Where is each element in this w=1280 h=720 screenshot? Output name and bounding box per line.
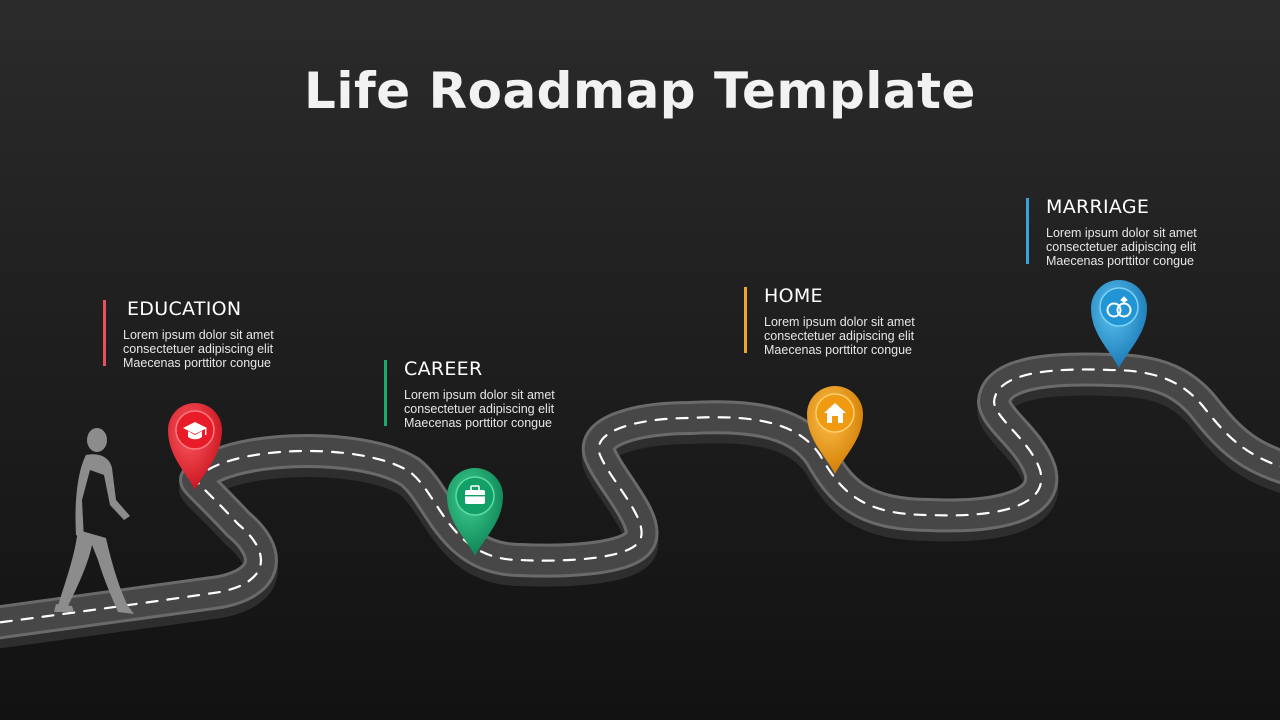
milestone-career: CAREER Lorem ipsum dolor sit amet consec… [384,358,555,430]
home-pin [807,386,863,474]
marriage-pin [1091,280,1147,368]
milestone-description: Lorem ipsum dolor sit amet consectetuer … [123,328,274,370]
page-title: Life Roadmap Template [304,62,976,120]
education-accent-bar [103,300,106,366]
milestone-heading: CAREER [404,358,483,380]
education-pin [168,403,222,490]
lane-markings [0,368,1280,624]
house-icon [824,403,846,423]
graduation-cap-icon [183,422,207,440]
milestone-description: Lorem ipsum dolor sit amet consectetuer … [764,315,915,357]
milestone-education: EDUCATION Lorem ipsum dolor sit amet con… [103,298,274,370]
milestone-heading: EDUCATION [127,298,242,320]
milestone-description: Lorem ipsum dolor sit amet consectetuer … [404,388,555,430]
milestone-marriage: MARRIAGE Lorem ipsum dolor sit amet cons… [1026,196,1197,268]
briefcase-icon [465,485,485,504]
milestone-heading: MARRIAGE [1046,196,1150,218]
walking-person-icon [54,428,134,614]
home-accent-bar [744,287,747,353]
career-pin [447,468,503,556]
career-accent-bar [384,360,387,426]
rings-icon [1106,296,1132,318]
milestone-description: Lorem ipsum dolor sit amet consectetuer … [1046,226,1197,268]
milestone-home: HOME Lorem ipsum dolor sit amet consecte… [744,285,915,357]
milestone-heading: HOME [764,285,823,307]
marriage-accent-bar [1026,198,1029,264]
